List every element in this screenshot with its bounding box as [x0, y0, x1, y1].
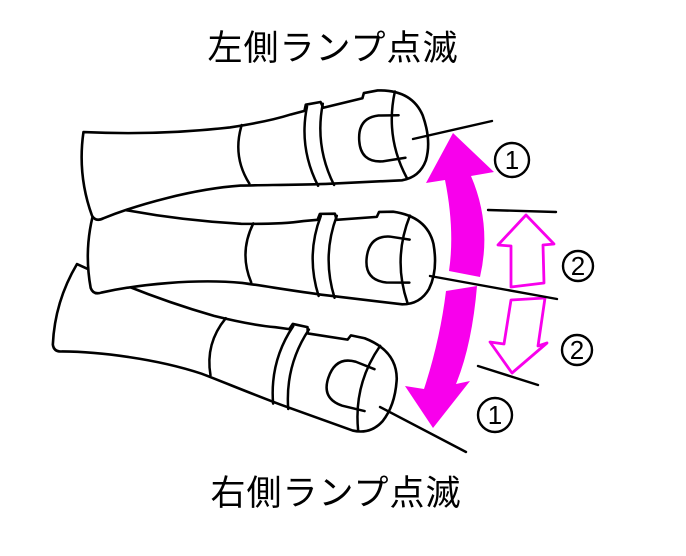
filled-arrow-down-icon	[405, 286, 477, 428]
detent-line-lower	[476, 364, 540, 387]
label-full-down: 1	[476, 396, 514, 434]
caption-left-lamp-blink: 左側ランプ点滅	[208, 29, 459, 68]
label-one-touch-down: 2	[560, 333, 594, 367]
indicator-line-up	[411, 119, 494, 141]
filled-arrow-up-icon	[426, 133, 494, 277]
label-circle	[493, 141, 531, 179]
detent-line-upper	[486, 208, 558, 214]
label-circle	[560, 333, 594, 367]
label-full-up: 1	[493, 141, 531, 179]
label-circle	[476, 396, 514, 434]
indicator-line-down	[378, 405, 468, 454]
label-one-touch-up: 2	[561, 249, 595, 283]
stalk-up-position	[75, 84, 435, 223]
outline-arrow-up-icon	[496, 213, 556, 289]
label-circle	[561, 249, 595, 283]
label-number: 1	[505, 145, 519, 175]
label-number: 1	[488, 400, 502, 430]
label-number: 2	[571, 251, 585, 281]
outline-arrow-down-icon	[488, 296, 549, 375]
caption-right-lamp-blink: 右側ランプ点滅	[211, 474, 462, 513]
indicator-line-neutral	[428, 274, 559, 301]
label-number: 2	[570, 335, 584, 365]
